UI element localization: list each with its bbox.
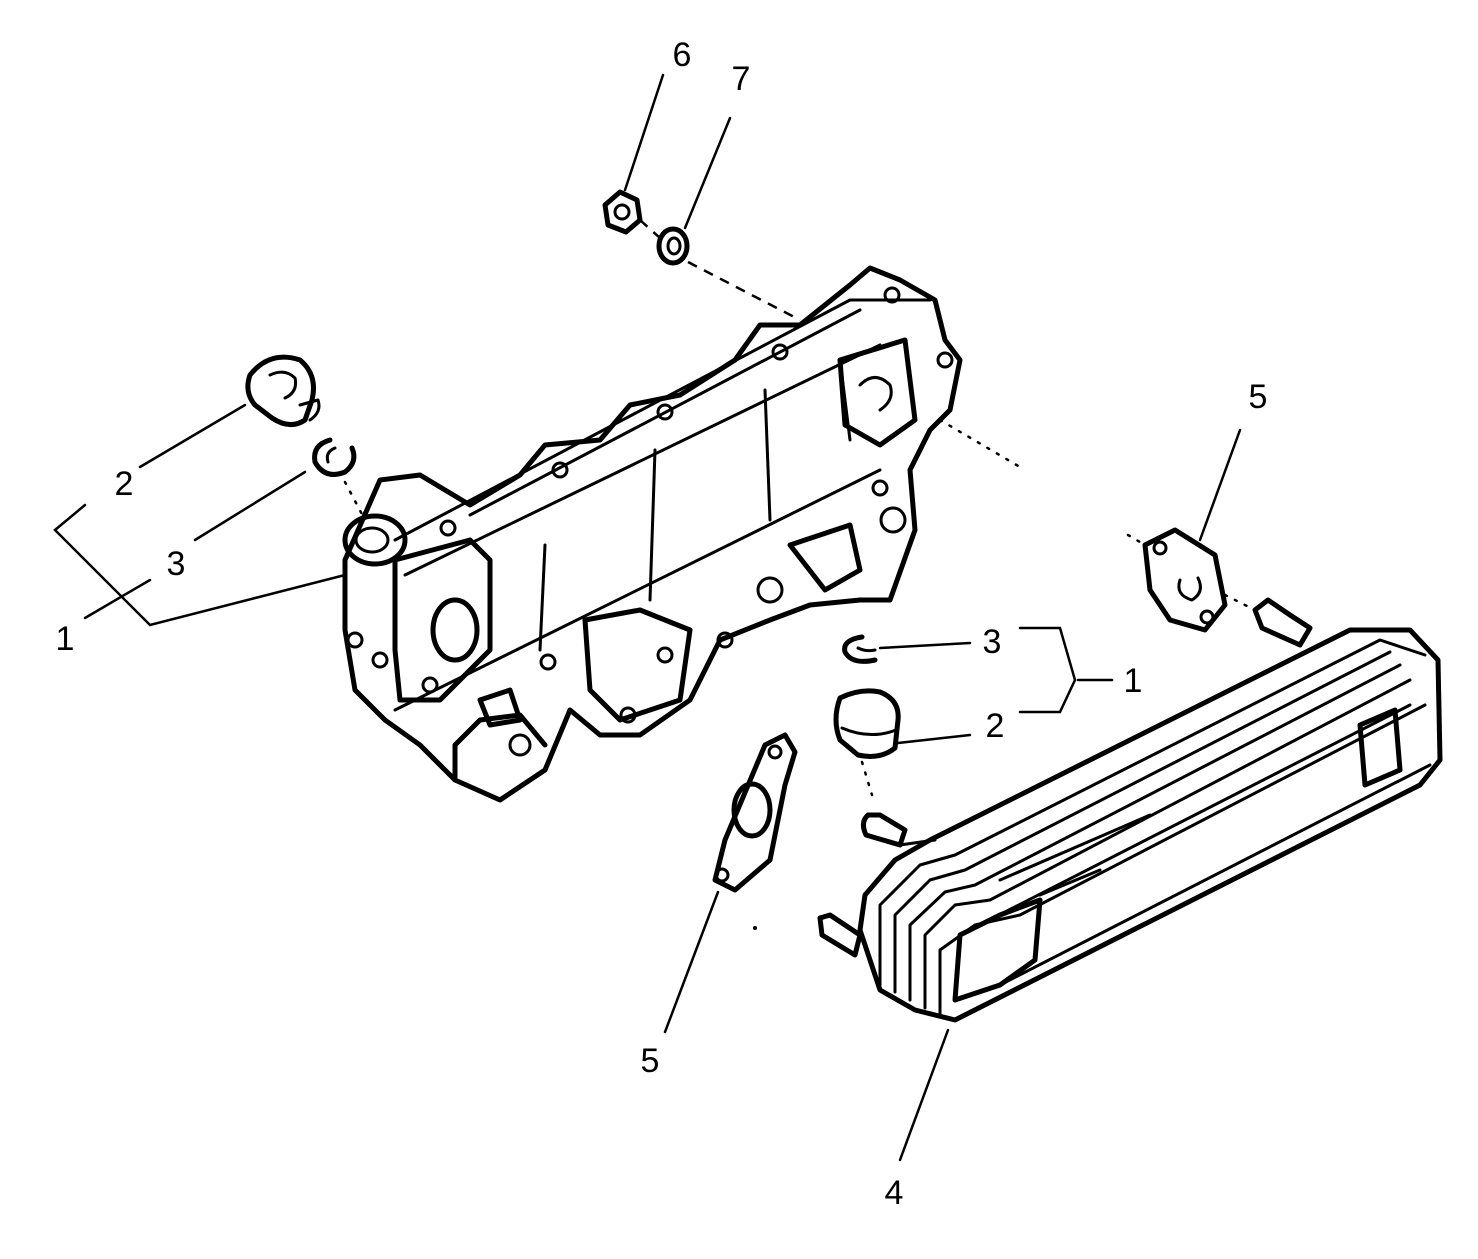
callout-1-right: 1 (1124, 662, 1143, 700)
stud-centerline-right (938, 418, 1027, 472)
washer-part-7 (656, 226, 690, 266)
callout-5-bottom: 5 (641, 1042, 660, 1080)
centerline-dot (753, 926, 757, 930)
callout-3-left: 3 (167, 545, 186, 583)
gasket-part-5-right (1142, 527, 1228, 633)
o-ring-part-3-right (842, 634, 878, 664)
callout-3-right: 3 (983, 623, 1002, 661)
callout-4: 4 (885, 1174, 904, 1212)
oil-cooler-element-part-4 (817, 597, 1443, 1023)
oil-cooler-housing (342, 265, 963, 803)
leader-lines (53, 73, 1242, 1162)
callout-5-right: 5 (1249, 378, 1268, 416)
plug-part-2-right (833, 688, 901, 759)
nut-part-6 (602, 189, 643, 235)
callout-7: 7 (732, 60, 751, 98)
callout-6: 6 (673, 36, 692, 74)
stud-centerline-top (639, 219, 801, 322)
plug-centerline-right (860, 760, 874, 797)
plug-part-2-left (245, 354, 321, 427)
callout-2-right: 2 (986, 707, 1005, 745)
o-ring-part-3-left (312, 437, 357, 477)
callout-labels: 6 7 2 3 1 5 3 1 2 5 4 (56, 36, 1268, 1212)
callout-2-left: 2 (115, 465, 134, 503)
gasket-part-5-lower (712, 732, 798, 893)
callout-1-left: 1 (56, 620, 75, 658)
plug-centerline-left (343, 480, 367, 522)
gasket-centerline-right (1126, 533, 1257, 612)
